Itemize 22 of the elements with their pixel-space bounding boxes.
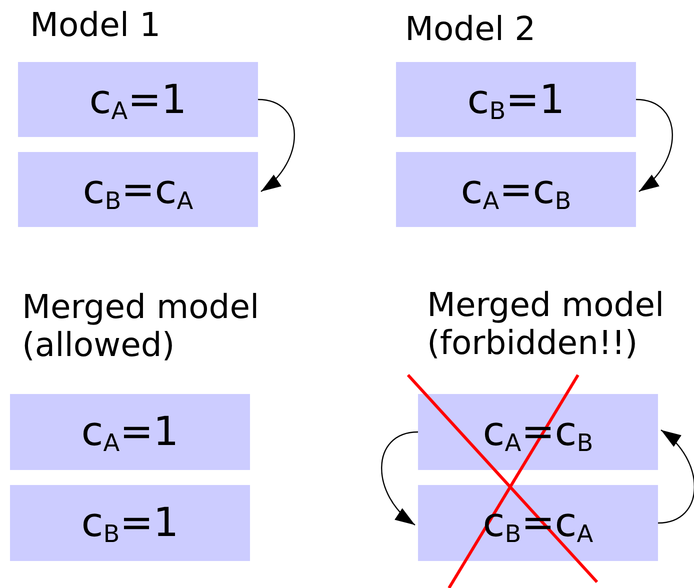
panel-heading: Merged model (allowed) — [22, 288, 260, 364]
equation-box — [396, 62, 636, 137]
arrow — [381, 431, 418, 526]
equation-box — [10, 485, 250, 561]
equation-text: c$_{A}$=c$_{B}$ — [460, 170, 572, 210]
equation-box — [418, 485, 658, 561]
panel-heading: Merged model (forbidden!!) — [427, 286, 666, 362]
equation-box — [18, 62, 258, 137]
equation-text: c$_{A}$=1 — [81, 412, 179, 452]
equation-text: c$_{B}$=1 — [467, 80, 565, 120]
panel-heading: Model 2 — [405, 10, 537, 48]
equation-box — [396, 152, 636, 227]
panel-heading: Model 1 — [30, 6, 162, 44]
equation-text: c$_{B}$=c$_{A}$ — [82, 170, 194, 210]
arrow — [658, 430, 694, 524]
equation-box — [418, 394, 658, 470]
equation-text: c$_{A}$=1 — [89, 80, 187, 120]
arrow — [258, 98, 295, 192]
arrow — [636, 98, 673, 192]
equation-box — [18, 152, 258, 227]
equation-text: c$_{B}$=1 — [81, 503, 179, 543]
equation-box — [10, 394, 250, 470]
